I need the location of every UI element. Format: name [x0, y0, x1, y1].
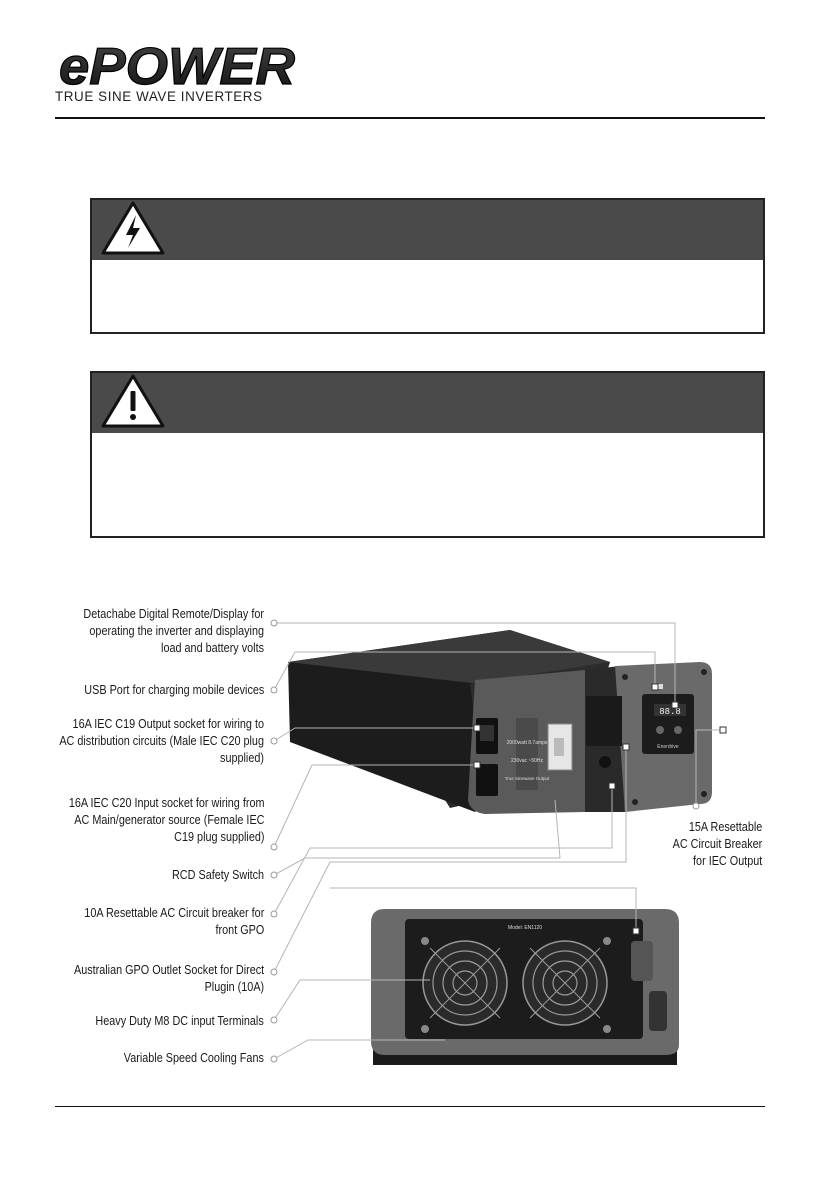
callout-dc-terminals: Heavy Duty M8 DC input Terminals — [95, 1014, 264, 1028]
callout-rcd-switch: RCD Safety Switch — [171, 868, 264, 882]
inverter-front-view: 2000watt 8.7amps 230vac ~50Hz True Sinew… — [288, 630, 712, 814]
logo-wordmark: ePOWER — [59, 40, 295, 96]
caution-warning-banner — [92, 373, 763, 433]
usb-port — [655, 684, 663, 689]
electrical-warning-text — [92, 260, 763, 280]
rating-label-2: 230vac ~50Hz — [511, 758, 544, 764]
exclamation-warning-icon — [101, 374, 165, 428]
rating-label-1: 2000watt 8.7amps — [507, 740, 548, 746]
inverter-rear-view: Model: EN1120 — [371, 909, 679, 1065]
epower-logo-graphic: ePOWER — [58, 40, 296, 97]
gpo-breaker — [599, 756, 611, 768]
callout-cooling-fans: Variable Speed Cooling Fans — [123, 1051, 264, 1065]
tagline: TRUE SINE WAVE INVERTERS — [55, 89, 263, 104]
high-voltage-icon — [101, 201, 165, 255]
dc-terminals — [631, 941, 667, 1031]
callout-usb-port: USB Port for charging mobile devices — [84, 683, 264, 697]
cooling-fan-right — [522, 940, 608, 1026]
caution-warning-text — [92, 433, 763, 453]
brand-mark: Enerdrive — [657, 744, 679, 750]
top-rule — [55, 117, 765, 119]
caution-warning-box — [90, 371, 765, 538]
electrical-warning-banner — [92, 200, 763, 260]
output-label: True Sinewave Output — [505, 776, 550, 781]
model-plate: Model: EN1120 — [508, 925, 542, 931]
epower-logo: ePOWER — [55, 40, 300, 104]
cooling-fan-left — [422, 940, 508, 1026]
iec-input-socket — [476, 764, 498, 796]
electrical-warning-box — [90, 198, 765, 334]
bottom-rule — [55, 1106, 765, 1107]
callout-iec-input-socket: 16A IEC C20 Input socket for wiring from… — [68, 796, 264, 844]
gpo-outlet — [586, 696, 622, 746]
display-reading: 88.8 — [659, 707, 681, 717]
